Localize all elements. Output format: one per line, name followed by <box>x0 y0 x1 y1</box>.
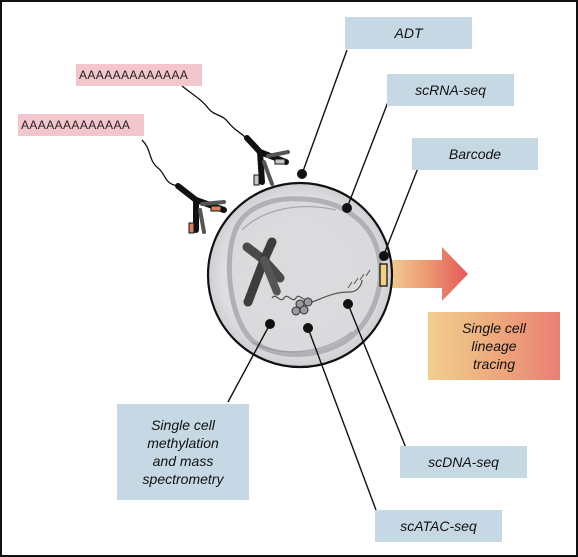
label-scrna-seq-text: scRNA-seq <box>415 82 486 98</box>
methylation-line-1: Single cell <box>151 417 215 433</box>
methylation-line-3: and mass <box>152 453 214 469</box>
polya-tag-upper: AAAAAAAAAAAAA <box>76 64 202 86</box>
dot-adt <box>297 169 307 179</box>
dot-methylation <box>265 319 275 329</box>
label-scdna-seq: scDNA-seq <box>400 446 527 478</box>
label-barcode-text: Barcode <box>448 146 502 162</box>
oligo-strand-lower <box>141 139 179 187</box>
dot-scrna <box>342 203 352 213</box>
label-lineage-tracing: Single cell lineage tracing <box>428 312 560 380</box>
leader-scrna <box>346 101 389 209</box>
lineage-line-2: lineage <box>471 338 517 354</box>
dot-scatac <box>303 323 313 333</box>
leader-adt <box>301 49 348 175</box>
cytoplasm-texture <box>241 206 353 353</box>
dot-scdna <box>343 299 353 309</box>
nucleosome-cluster <box>291 297 313 316</box>
lineage-arrow <box>388 247 468 301</box>
label-adt-text: ADT <box>394 25 423 41</box>
cell <box>206 181 394 369</box>
methylation-line-2: methylation <box>147 435 219 451</box>
cell-inner-boundary <box>226 196 383 358</box>
leader-scatac <box>307 327 377 511</box>
label-scatac-seq: scATAC-seq <box>375 510 502 542</box>
label-scdna-seq-text: scDNA-seq <box>428 454 499 470</box>
label-barcode: Barcode <box>412 138 538 170</box>
leader-methylation <box>227 323 271 403</box>
label-scatac-seq-text: scATAC-seq <box>400 518 477 534</box>
methylation-line-4: spectrometry <box>142 471 224 487</box>
label-scrna-seq: scRNA-seq <box>387 74 514 106</box>
lineage-line-3: tracing <box>472 356 516 372</box>
leader-barcode <box>382 167 419 258</box>
polya-tag-lower: AAAAAAAAAAAAA <box>18 114 144 136</box>
label-adt: ADT <box>345 17 472 49</box>
antibody-upper <box>181 85 290 186</box>
chromosome <box>242 237 285 307</box>
barcode-marker <box>379 263 388 287</box>
lineage-line-1: Single cell <box>462 320 526 336</box>
leader-lines <box>227 49 419 511</box>
oligo-strand-upper <box>181 85 247 139</box>
dna-strand <box>271 269 371 303</box>
marker-dots <box>265 169 389 333</box>
dot-barcode <box>379 251 389 261</box>
leader-scdna <box>347 303 407 449</box>
label-methylation: Single cell methylation and mass spectro… <box>117 404 249 500</box>
antibody-lower <box>141 139 227 234</box>
